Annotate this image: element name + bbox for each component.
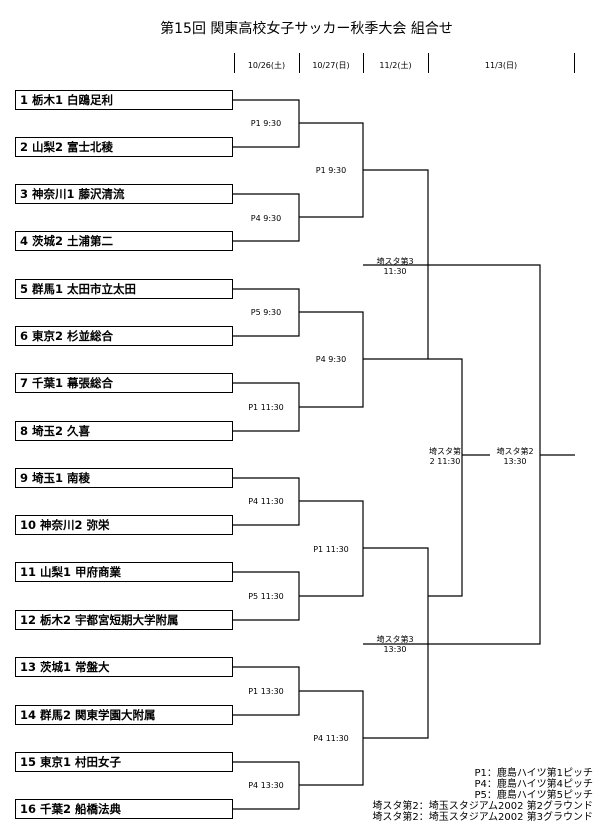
match-label-r1: P1 13:30: [248, 687, 284, 696]
semifinal-venue: 埼スタ第: [429, 447, 461, 456]
date-header-1: 10/26(土): [247, 61, 286, 70]
date-header-4: 11/3(日): [484, 61, 518, 70]
header-divider: [234, 53, 235, 73]
match-label-r1: P4 11:30: [248, 497, 284, 506]
page-title: 第15回 関東高校女子サッカー秋季大会 組合せ: [160, 21, 453, 37]
date-header-3: 11/2(土): [379, 61, 412, 70]
team-entry: 4 茨城2 土浦第二: [15, 231, 233, 251]
legend-item: P4：鹿島ハイツ第4ピッチ: [474, 779, 593, 790]
match-label-r1: P1 9:30: [250, 119, 282, 128]
legend-item: P1：鹿島ハイツ第1ピッチ: [474, 768, 593, 779]
match-label-r1: P4 13:30: [248, 781, 284, 790]
legend-item: P5：鹿島ハイツ第5ピッチ: [474, 790, 593, 801]
match-label-r3-time: 11:30: [383, 267, 407, 276]
semifinal-time: 2 11:30: [429, 457, 461, 466]
match-label-r1: P5 11:30: [248, 592, 284, 601]
match-label-r2: P1 11:30: [313, 545, 349, 554]
team-entry: 1 栃木1 白鴎足利: [15, 90, 233, 110]
team-entry: 16 千葉2 船橋法典: [15, 799, 233, 819]
team-entry: 14 群馬2 関東学園大附属: [15, 705, 233, 725]
date-header-2: 10/27(日): [312, 61, 350, 70]
header-divider: [574, 53, 575, 73]
header-divider: [428, 53, 429, 73]
team-entry: 15 東京1 村田女子: [15, 752, 233, 772]
match-label-r3-venue: 埼スタ第3: [376, 257, 414, 266]
legend-item: 埼スタ第2：埼玉スタジアム2002 第3グラウンド: [372, 812, 593, 823]
final-time: 13:30: [503, 457, 527, 466]
match-label-r1: P4 9:30: [250, 214, 282, 223]
final-venue: 埼スタ第2: [496, 447, 534, 456]
match-label-r3-time: 13:30: [383, 645, 407, 654]
venue-legend: P1：鹿島ハイツ第1ピッチ P4：鹿島ハイツ第4ピッチ P5：鹿島ハイツ第5ピッ…: [372, 768, 593, 823]
header-divider: [299, 53, 300, 73]
team-entry: 12 栃木2 宇都宮短期大学附属: [15, 610, 233, 630]
team-entry: 3 神奈川1 藤沢清流: [15, 184, 233, 204]
team-entry: 5 群馬1 太田市立太田: [15, 279, 233, 299]
header-divider: [363, 53, 364, 73]
match-label-r1: P1 11:30: [248, 403, 284, 412]
match-label-r2: P4 9:30: [315, 355, 347, 364]
team-entry: 8 埼玉2 久喜: [15, 421, 233, 441]
team-entry: 9 埼玉1 南稜: [15, 468, 233, 488]
legend-item: 埼スタ第2：埼玉スタジアム2002 第2グラウンド: [372, 801, 593, 812]
match-label-r2: P4 11:30: [313, 734, 349, 743]
team-entry: 7 千葉1 幕張総合: [15, 373, 233, 393]
match-label-r3-venue: 埼スタ第3: [376, 635, 414, 644]
match-label-r2: P1 9:30: [315, 166, 347, 175]
team-entry: 6 東京2 杉並総合: [15, 326, 233, 346]
team-entry: 13 茨城1 常盤大: [15, 657, 233, 677]
match-label-r1: P5 9:30: [250, 308, 282, 317]
team-entry: 11 山梨1 甲府商業: [15, 562, 233, 582]
team-entry: 10 神奈川2 弥栄: [15, 515, 233, 535]
team-entry: 2 山梨2 富士北稜: [15, 137, 233, 157]
